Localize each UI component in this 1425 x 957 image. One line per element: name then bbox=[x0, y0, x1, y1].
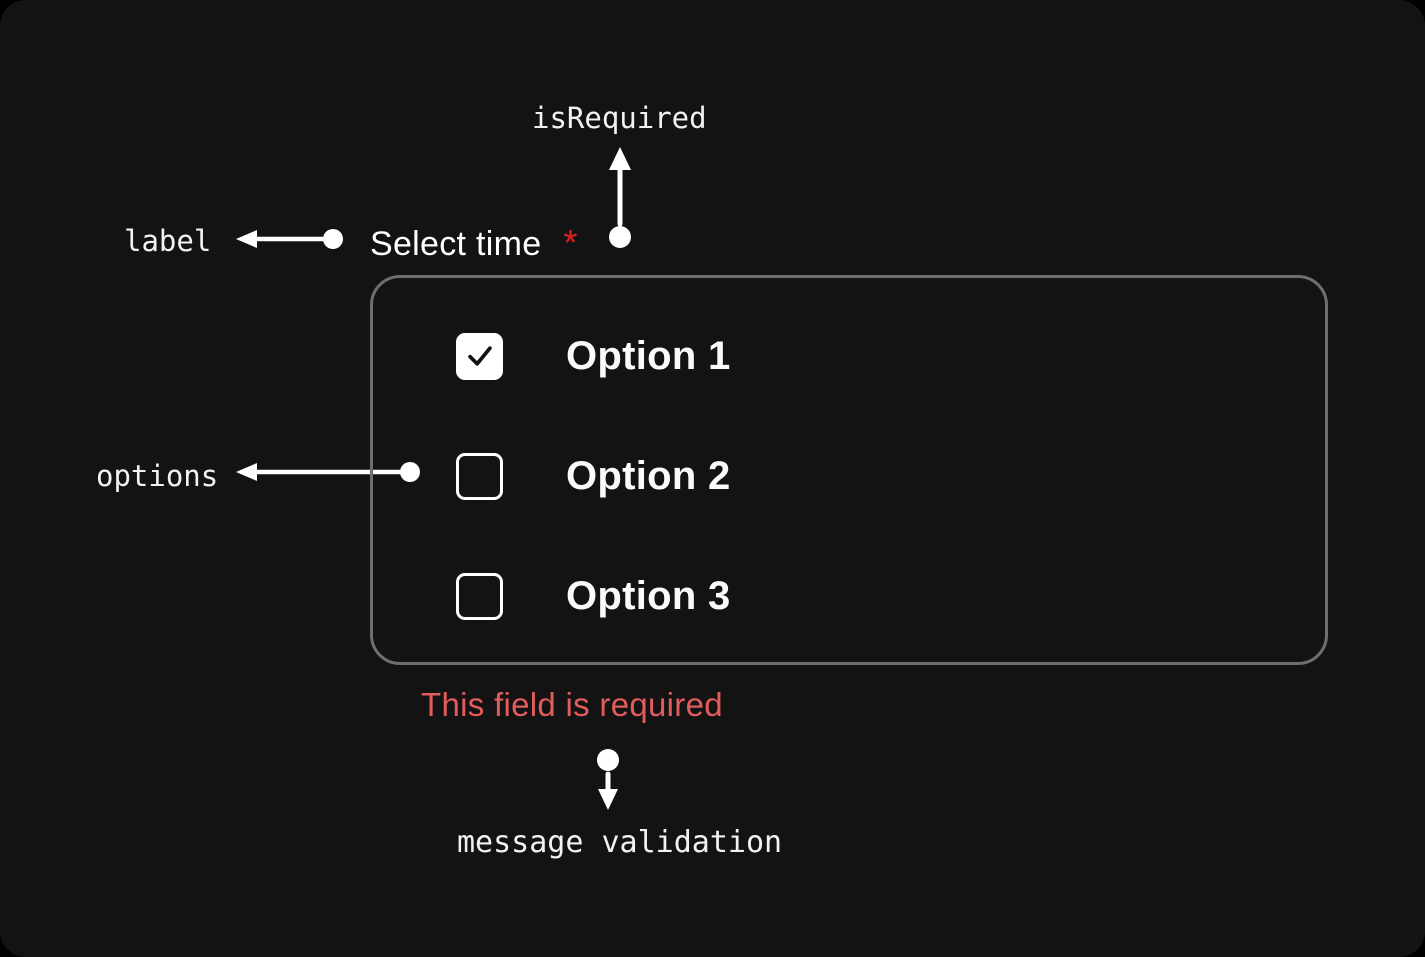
annotation-label: label bbox=[124, 224, 212, 258]
option-label-3: Option 3 bbox=[566, 573, 731, 618]
required-asterisk: * bbox=[563, 222, 578, 263]
arrow-down-message-icon bbox=[597, 749, 619, 810]
option-row-1[interactable]: Option 1 bbox=[456, 332, 1325, 380]
arrow-left-label-icon bbox=[236, 229, 343, 249]
annotation-options: options bbox=[96, 459, 219, 493]
option-label-1: Option 1 bbox=[566, 333, 731, 378]
option-label-2: Option 2 bbox=[566, 453, 731, 498]
checkbox-option-2[interactable] bbox=[456, 452, 503, 500]
arrow-up-isrequired-icon bbox=[609, 147, 631, 248]
option-row-3[interactable]: Option 3 bbox=[456, 572, 1325, 620]
validation-message: This field is required bbox=[421, 686, 723, 723]
option-row-2[interactable]: Option 2 bbox=[456, 452, 1325, 500]
checkbox-group: Option 1 Option 2 Option 3 bbox=[370, 275, 1328, 665]
annotation-isrequired: isRequired bbox=[532, 101, 707, 135]
check-icon bbox=[467, 346, 492, 366]
arrow-left-options-icon bbox=[236, 462, 420, 482]
checkbox-option-1[interactable] bbox=[456, 332, 503, 380]
checkbox-option-3[interactable] bbox=[456, 572, 503, 620]
field-label-text: Select time bbox=[370, 225, 542, 263]
annotation-message-validation: message validation bbox=[457, 825, 783, 860]
field-label: Select time * bbox=[370, 222, 578, 264]
